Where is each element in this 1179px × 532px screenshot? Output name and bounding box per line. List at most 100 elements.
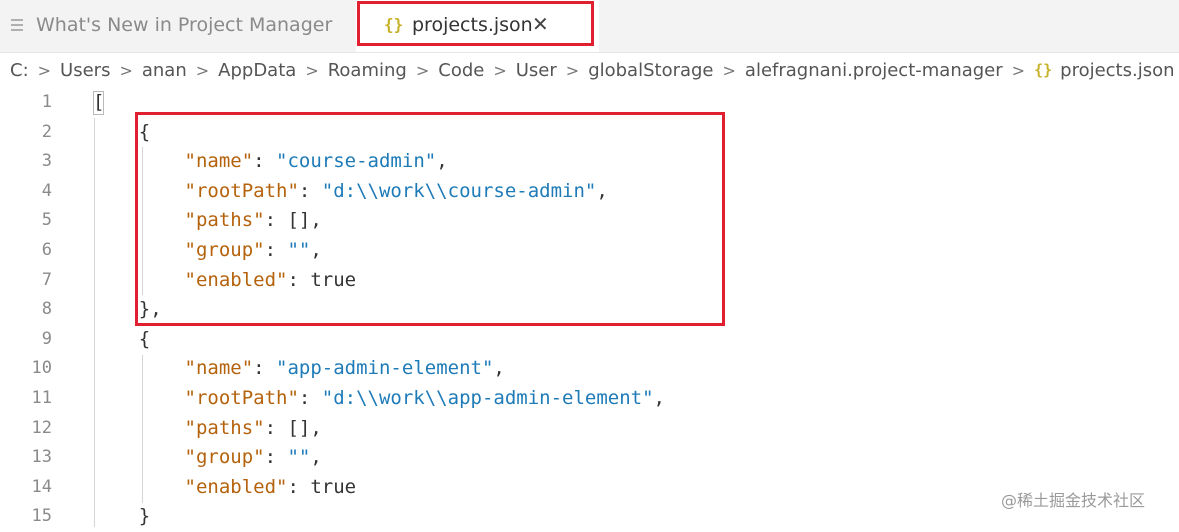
code-line: 15 }: [0, 502, 1179, 532]
code-text: "group": "",: [184, 446, 322, 469]
breadcrumb-file[interactable]: projects.json: [1060, 59, 1175, 81]
code-text: "paths": [],: [184, 209, 322, 232]
code-line: 10 "name": "app-admin-element",: [0, 354, 1179, 384]
chevron-right-icon: >: [722, 60, 736, 80]
json-array: []: [287, 209, 311, 232]
code-text: {: [93, 325, 150, 355]
line-number: 13: [31, 447, 52, 468]
close-icon[interactable]: ✕: [532, 12, 549, 36]
tab-projects-json[interactable]: {} projects.json ✕: [356, 0, 599, 52]
json-string: "": [287, 446, 311, 469]
line-number: 11: [31, 388, 52, 408]
code-line: 13 "group": "",: [0, 443, 1179, 473]
line-number: 14: [31, 476, 52, 497]
tab-projects-json-label: projects.json: [412, 14, 533, 36]
code-text: "enabled": true: [184, 268, 357, 291]
preview-lines-icon: [11, 19, 23, 31]
line-number: 9: [41, 328, 52, 349]
json-key: "name": [184, 150, 254, 173]
code-line: 14 "enabled": true: [0, 473, 1179, 503]
code-text: "enabled": true: [184, 475, 357, 498]
code-text: "name": "app-admin-element",: [184, 357, 505, 380]
breadcrumb-item[interactable]: Users: [60, 59, 111, 81]
chevron-right-icon: >: [305, 60, 319, 80]
code-text: },: [93, 295, 162, 325]
json-string: "d:\\work\\course-admin": [321, 179, 597, 202]
json-key: "group": [184, 446, 265, 469]
json-boolean: true: [310, 268, 357, 291]
bracket-token: [: [93, 91, 105, 113]
json-braces-icon: {}: [384, 15, 404, 34]
breadcrumb-item[interactable]: anan: [141, 59, 187, 81]
tab-bar: What's New in Project Manager {} project…: [0, 0, 1179, 53]
code-line: 9 {: [0, 325, 1179, 355]
line-number: 15: [31, 506, 52, 527]
code-line: 11 "rootPath": "d:\\work\\app-admin-elem…: [0, 384, 1179, 414]
chevron-right-icon: >: [415, 60, 430, 80]
watermark: @稀土掘金技术社区: [1001, 491, 1146, 510]
code-line: 4 "rootPath": "d:\\work\\course-admin",: [0, 177, 1179, 207]
json-string: "": [287, 239, 311, 261]
code-line: 3 "name": "course-admin",: [0, 147, 1179, 177]
breadcrumb-item[interactable]: User: [515, 59, 557, 81]
line-number: 7: [41, 269, 52, 290]
breadcrumb-item[interactable]: C:: [10, 59, 29, 81]
breadcrumb-item[interactable]: Code: [438, 59, 485, 81]
indent-guide: [94, 118, 95, 527]
line-number: 3: [41, 151, 52, 172]
line-number: 8: [41, 299, 52, 320]
json-array: []: [287, 416, 311, 439]
breadcrumb-item[interactable]: alefragnani.project-manager: [744, 59, 1003, 81]
breadcrumb-item[interactable]: globalStorage: [588, 59, 714, 81]
json-key: "name": [184, 357, 254, 380]
code-text: "name": "course-admin",: [184, 150, 448, 173]
chevron-right-icon: >: [565, 60, 580, 80]
code-text: [: [93, 88, 104, 118]
code-line: 8 },: [0, 295, 1179, 325]
json-string: "d:\\work\\app-admin-element": [321, 387, 654, 409]
indent-guide: [142, 355, 143, 503]
line-number: 6: [41, 240, 52, 260]
chevron-right-icon: >: [195, 60, 210, 80]
breadcrumb-item[interactable]: Roaming: [327, 59, 407, 81]
code-text: "rootPath": "d:\\work\\app-admin-element…: [184, 387, 665, 409]
json-key: "rootPath": [184, 387, 299, 409]
brace-token: }: [138, 505, 151, 528]
code-line: 1 [: [0, 88, 1179, 118]
json-key: "paths": [184, 416, 265, 439]
json-key: "enabled": [184, 268, 288, 291]
brace-token: {: [138, 327, 151, 350]
code-line: 6 "group": "",: [0, 236, 1179, 266]
code-line: 7 "enabled": true: [0, 266, 1179, 296]
json-key: "rootPath": [184, 179, 299, 202]
chevron-right-icon: >: [119, 60, 133, 80]
code-text: "group": "",: [184, 239, 322, 261]
brace-token: },: [138, 298, 162, 321]
line-number: 2: [41, 121, 52, 142]
code-text: }: [93, 502, 150, 532]
chevron-right-icon: >: [37, 60, 52, 80]
json-key: "paths": [184, 209, 265, 232]
code-text: {: [93, 118, 150, 148]
code-editor[interactable]: 1 [ 2 { 3 "name": "course-admin", 4 "roo…: [0, 88, 1179, 527]
chevron-right-icon: >: [493, 60, 507, 80]
json-boolean: true: [310, 475, 357, 498]
chevron-right-icon: >: [1011, 60, 1026, 80]
json-key: "group": [184, 239, 265, 261]
code-text: "paths": [],: [184, 416, 322, 439]
line-number: 4: [41, 180, 52, 201]
brace-token: {: [138, 120, 151, 143]
breadcrumb: C: > Users > anan > AppData > Roaming > …: [10, 57, 1179, 83]
json-string: "app-admin-element": [276, 357, 494, 380]
breadcrumb-item[interactable]: AppData: [218, 59, 297, 81]
indent-guide: [142, 147, 143, 295]
code-line: 5 "paths": [],: [0, 206, 1179, 236]
line-number: 12: [31, 417, 52, 438]
json-braces-icon: {}: [1034, 61, 1053, 79]
line-number: 1: [41, 92, 52, 112]
json-key: "enabled": [184, 475, 288, 498]
tab-whats-new[interactable]: What's New in Project Manager: [0, 0, 356, 52]
line-number: 10: [31, 358, 52, 379]
code-line: 12 "paths": [],: [0, 414, 1179, 444]
json-string: "course-admin": [276, 150, 437, 173]
